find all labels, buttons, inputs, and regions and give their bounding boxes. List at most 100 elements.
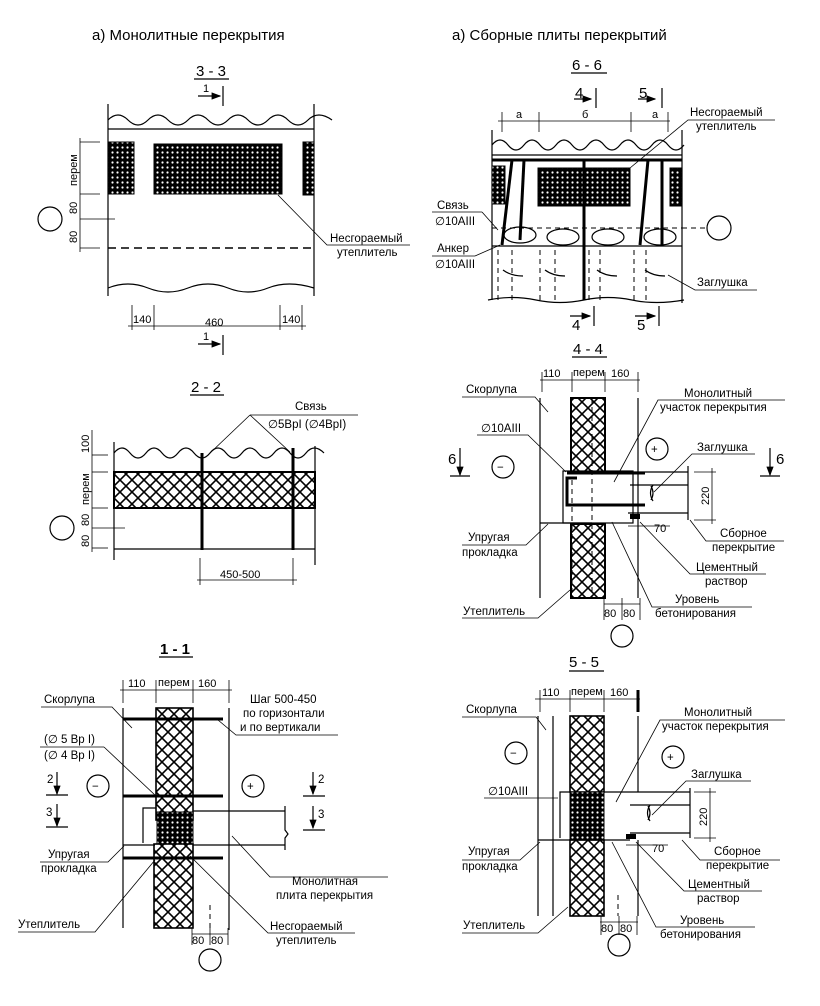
label-concreting-level: Уровень [675, 594, 719, 606]
axis-marker [706, 215, 732, 241]
label-monolithic-section: Монолитный [684, 388, 752, 400]
label-precast-slab: Сборное [714, 846, 761, 858]
label-elastic-pad-2: прокладка [462, 547, 518, 559]
dim-label: перем [158, 677, 190, 689]
dim-label: перем [80, 473, 92, 505]
dim-label: перем [571, 686, 603, 698]
dim-label: 140 [133, 314, 151, 326]
label-fireproof-insulation-2: утеплитель [337, 247, 398, 259]
plus-sign [241, 774, 265, 798]
minus-sign-label: − [92, 781, 99, 793]
label-monolithic-slab-2: плита перекрытия [276, 890, 373, 902]
label-ties: (∅ 5 Bp I) [44, 734, 95, 746]
section-title: 2 - 2 [191, 379, 221, 396]
label-step-2: по горизонтали [243, 708, 325, 720]
minus-sign [86, 774, 110, 798]
dim-label: 450-500 [220, 569, 260, 581]
heading-monolithic: а) Монолитные перекрытия [92, 27, 285, 44]
section-title: 1 - 1 [160, 641, 190, 658]
dim-label: 110 [542, 687, 560, 699]
label-monolithic-section-2: участок перекрытия [660, 402, 767, 414]
dim-label: 70 [652, 843, 664, 855]
label-precast-slab-2: перекрытие [706, 860, 769, 872]
dim-label: 160 [611, 368, 629, 380]
label-fireproof-insulation: Несгораемый [270, 921, 343, 933]
label-shell: Скорлупа [466, 704, 518, 716]
label-anchor: Анкер [437, 243, 469, 255]
label-plug: Заглушка [697, 277, 748, 289]
section-title: 6 - 6 [572, 57, 602, 74]
dim-label: 80 [80, 535, 92, 547]
label-shell: Скорлупа [44, 694, 96, 706]
section-5-5: 5 - 5 110 перем 160 220 70 [462, 654, 785, 957]
label-rebar: ∅10AIII [488, 786, 528, 798]
label-insulation: Утеплитель [463, 920, 525, 932]
section-3-3: 3 - 3 1 перем 80 80 140 460 140 [37, 63, 410, 355]
minus-sign [491, 455, 515, 479]
section-title: 5 - 5 [569, 654, 599, 671]
cut-mark-label: 4 [575, 85, 583, 102]
dim-label: 220 [698, 808, 710, 826]
minus-sign-label: − [497, 462, 504, 474]
dim-label: 140 [282, 314, 300, 326]
cut-mark-label: 1 [203, 331, 209, 343]
label-tie: Связь [295, 401, 327, 413]
dim-label: 160 [198, 678, 216, 690]
axis-marker [49, 515, 75, 541]
label-shell: Скорлупа [466, 384, 518, 396]
label-concreting-level-2: бетонирования [655, 608, 736, 620]
cut-mark-label: 3 [318, 809, 324, 821]
dim-label: 160 [610, 687, 628, 699]
section-4-4: 4 - 4 110 перем 160 220 7 [448, 341, 785, 648]
plus-sign [645, 437, 669, 461]
plus-sign-label: + [247, 781, 254, 793]
label-fireproof-insulation: Несгораемый [690, 107, 763, 119]
label-insulation: Утеплитель [463, 606, 525, 618]
label-plug: Заглушка [697, 442, 748, 454]
label-monolithic-section-2: участок перекрытия [662, 721, 769, 733]
cut-mark-label: 5 [639, 85, 647, 102]
label-cement-mortar-2: раствор [705, 576, 748, 588]
dim-label: 70 [654, 523, 666, 535]
section-title: 3 - 3 [196, 63, 226, 80]
dim-label: 80 [68, 202, 80, 214]
label-cement-mortar-2: раствор [697, 893, 740, 905]
heading-precast: а) Сборные плиты перекрытий [452, 27, 667, 44]
label-cement-mortar: Цементный [696, 562, 758, 574]
axis-marker [198, 948, 222, 972]
axis-marker [610, 624, 634, 648]
label-plug: Заглушка [691, 769, 742, 781]
label-concreting-level: Уровень [680, 915, 724, 927]
minus-sign-label: − [510, 748, 517, 760]
dim-label: б [582, 109, 588, 121]
dim-label: 110 [128, 678, 146, 690]
section-2-2: 2 - 2 Связь ∅5BpI (∅4BpI) 100 перем 80 8… [49, 379, 358, 585]
dim-label: 460 [205, 317, 223, 329]
label-elastic-pad: Упругая [48, 849, 90, 861]
label-concreting-level-2: бетонирования [660, 929, 741, 941]
cut-mark-label: 1 [203, 83, 209, 95]
dim-label: 80 [192, 935, 204, 947]
label-step-3: и по вертикали [240, 722, 320, 734]
label-monolithic-slab: Монолитная [292, 876, 358, 888]
section-6-6: 6 - 6 4 5 а б а [432, 57, 775, 334]
cut-mark-label: 4 [572, 317, 580, 334]
cut-mark-label: 5 [637, 317, 645, 334]
dim-label: 80 [601, 923, 613, 935]
label-tie: Связь [437, 200, 469, 212]
cut-mark-label: 2 [318, 774, 324, 786]
axis-marker [607, 933, 631, 957]
label-ties-2: (∅ 4 Bp I) [44, 750, 95, 762]
cut-mark-label: 6 [448, 451, 456, 468]
dim-label: перем [573, 367, 605, 379]
label-fireproof-insulation-2: утеплитель [696, 121, 757, 133]
minus-sign [504, 741, 528, 765]
label-elastic-pad-2: прокладка [462, 861, 518, 873]
label-precast-slab: Сборное [720, 528, 767, 540]
cut-mark-label: 3 [46, 807, 52, 819]
label-cement-mortar: Цементный [688, 879, 750, 891]
label-rebar: ∅10AIII [481, 423, 521, 435]
dim-label: 80 [80, 514, 92, 526]
dim-label: 220 [700, 487, 712, 505]
label-monolithic-section: Монолитный [684, 707, 752, 719]
